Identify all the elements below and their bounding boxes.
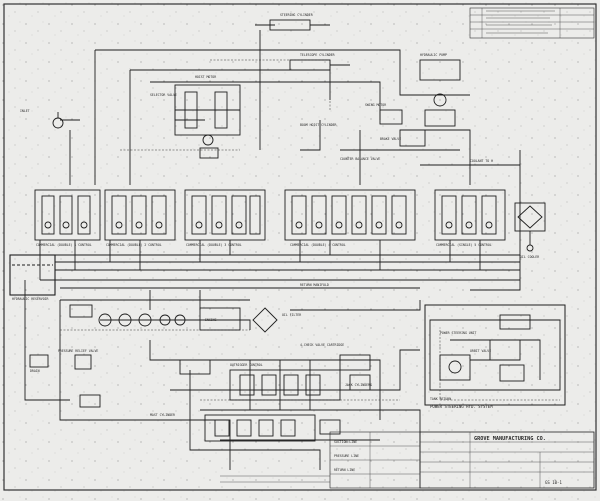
hoist-motor-label: HOIST MOTOR	[195, 75, 216, 79]
orbit-valve-label: ORBIT VALVE	[470, 349, 491, 353]
valve-section-4-label: COMMERCIAL (DOUBLE) 4 CONTROL	[290, 243, 346, 247]
steering-cylinder-top	[269, 19, 350, 71]
pump-label: HYDRAULIC PUMP	[420, 53, 447, 57]
outrigger-label: OUTRIGGER CONTROL	[230, 363, 263, 367]
check-valve-label: 4-CHECK VALVE CARTRIDGE	[300, 343, 344, 347]
company-name: GROVE MANUFACTURING CO.	[474, 436, 546, 442]
pump-cluster	[69, 304, 278, 333]
power-steering-box	[424, 304, 566, 406]
valve-section-1-label: COMMERCIAL (DOUBLE) 1 CONTROL	[36, 243, 92, 247]
valve-bank-5	[434, 189, 506, 241]
tank-return-label: TANK RETURN	[430, 397, 451, 401]
revision-block	[469, 7, 595, 39]
brake-valve-label: BRAKE VALVE	[380, 137, 401, 141]
telescope-cylinder-label: TELESCOPE CYLINDER	[300, 53, 335, 57]
drawing-title: POWER STEERING HYD. SYSTEM	[430, 404, 493, 409]
gauge-left	[52, 112, 64, 129]
valve-bank-4	[284, 189, 416, 241]
power-steering-label: POWER STEERING UNIT	[440, 331, 477, 335]
legend-line-1: SUCTION LINE	[334, 440, 357, 444]
valve-section-2-label: COMMERCIAL (DOUBLE) 2 CONTROL	[106, 243, 162, 247]
relief-valves-left	[29, 354, 101, 408]
coolant-label: COOLANT TO H	[470, 159, 493, 163]
oil-filter-right	[514, 202, 546, 252]
pump-motor-upper	[379, 59, 461, 147]
valve-bank-2	[104, 189, 176, 241]
inlet-label: INLET	[20, 109, 30, 113]
labels: GROVE MANUFACTURING CO. POWER STEERING H…	[12, 13, 562, 485]
pressure-relief-label: PRESSURE RELIEF VALVE	[58, 349, 98, 353]
return-manifold-label: RETURN MANIFOLD	[300, 283, 329, 287]
drain-label: DRAIN	[30, 369, 40, 373]
oil-cooler-label: OIL COOLER	[520, 255, 539, 259]
hydraulic-reservoir	[9, 254, 56, 296]
reservoir-label: HYDRAULIC RESERVOIR	[12, 297, 49, 301]
valve-section-5-label: COMMERCIAL (SINGLE) 5 CONTROL	[436, 243, 492, 247]
jack-cyl-label: JACK CYLINDERS	[345, 383, 372, 387]
title-block	[220, 431, 595, 489]
valve-bank-3	[184, 189, 266, 241]
valve-bank-1	[34, 189, 101, 241]
valve-section-3-label: COMMERCIAL (DOUBLE) 3 CONTROL	[186, 243, 242, 247]
oil-filter-label: OIL FILTER	[282, 313, 301, 317]
legend-line-2: PRESSURE LINE	[334, 454, 359, 458]
engine-label: ENGINE	[205, 318, 217, 322]
hydraulic-lines	[24, 24, 561, 470]
counter-balance-label: COUNTER BALANCE VALVE	[340, 157, 380, 161]
selector-valve-label: SELECTOR VALVE	[150, 93, 177, 97]
steering-cylinder-label: STEERING CYLINDER	[280, 13, 313, 17]
legend-line-3: RETURN LINE	[334, 468, 355, 472]
drawing-number: GS 10-1	[545, 480, 562, 485]
swing-motor-label: SWING MOTOR	[365, 103, 386, 107]
boom-cylinder-label: BOOM HOIST CYLINDER	[300, 123, 337, 127]
cylinder-group-middle	[179, 354, 371, 401]
mast-cyl-label: MAST CYLINDER	[150, 413, 175, 417]
selector-valve-block	[174, 84, 241, 159]
